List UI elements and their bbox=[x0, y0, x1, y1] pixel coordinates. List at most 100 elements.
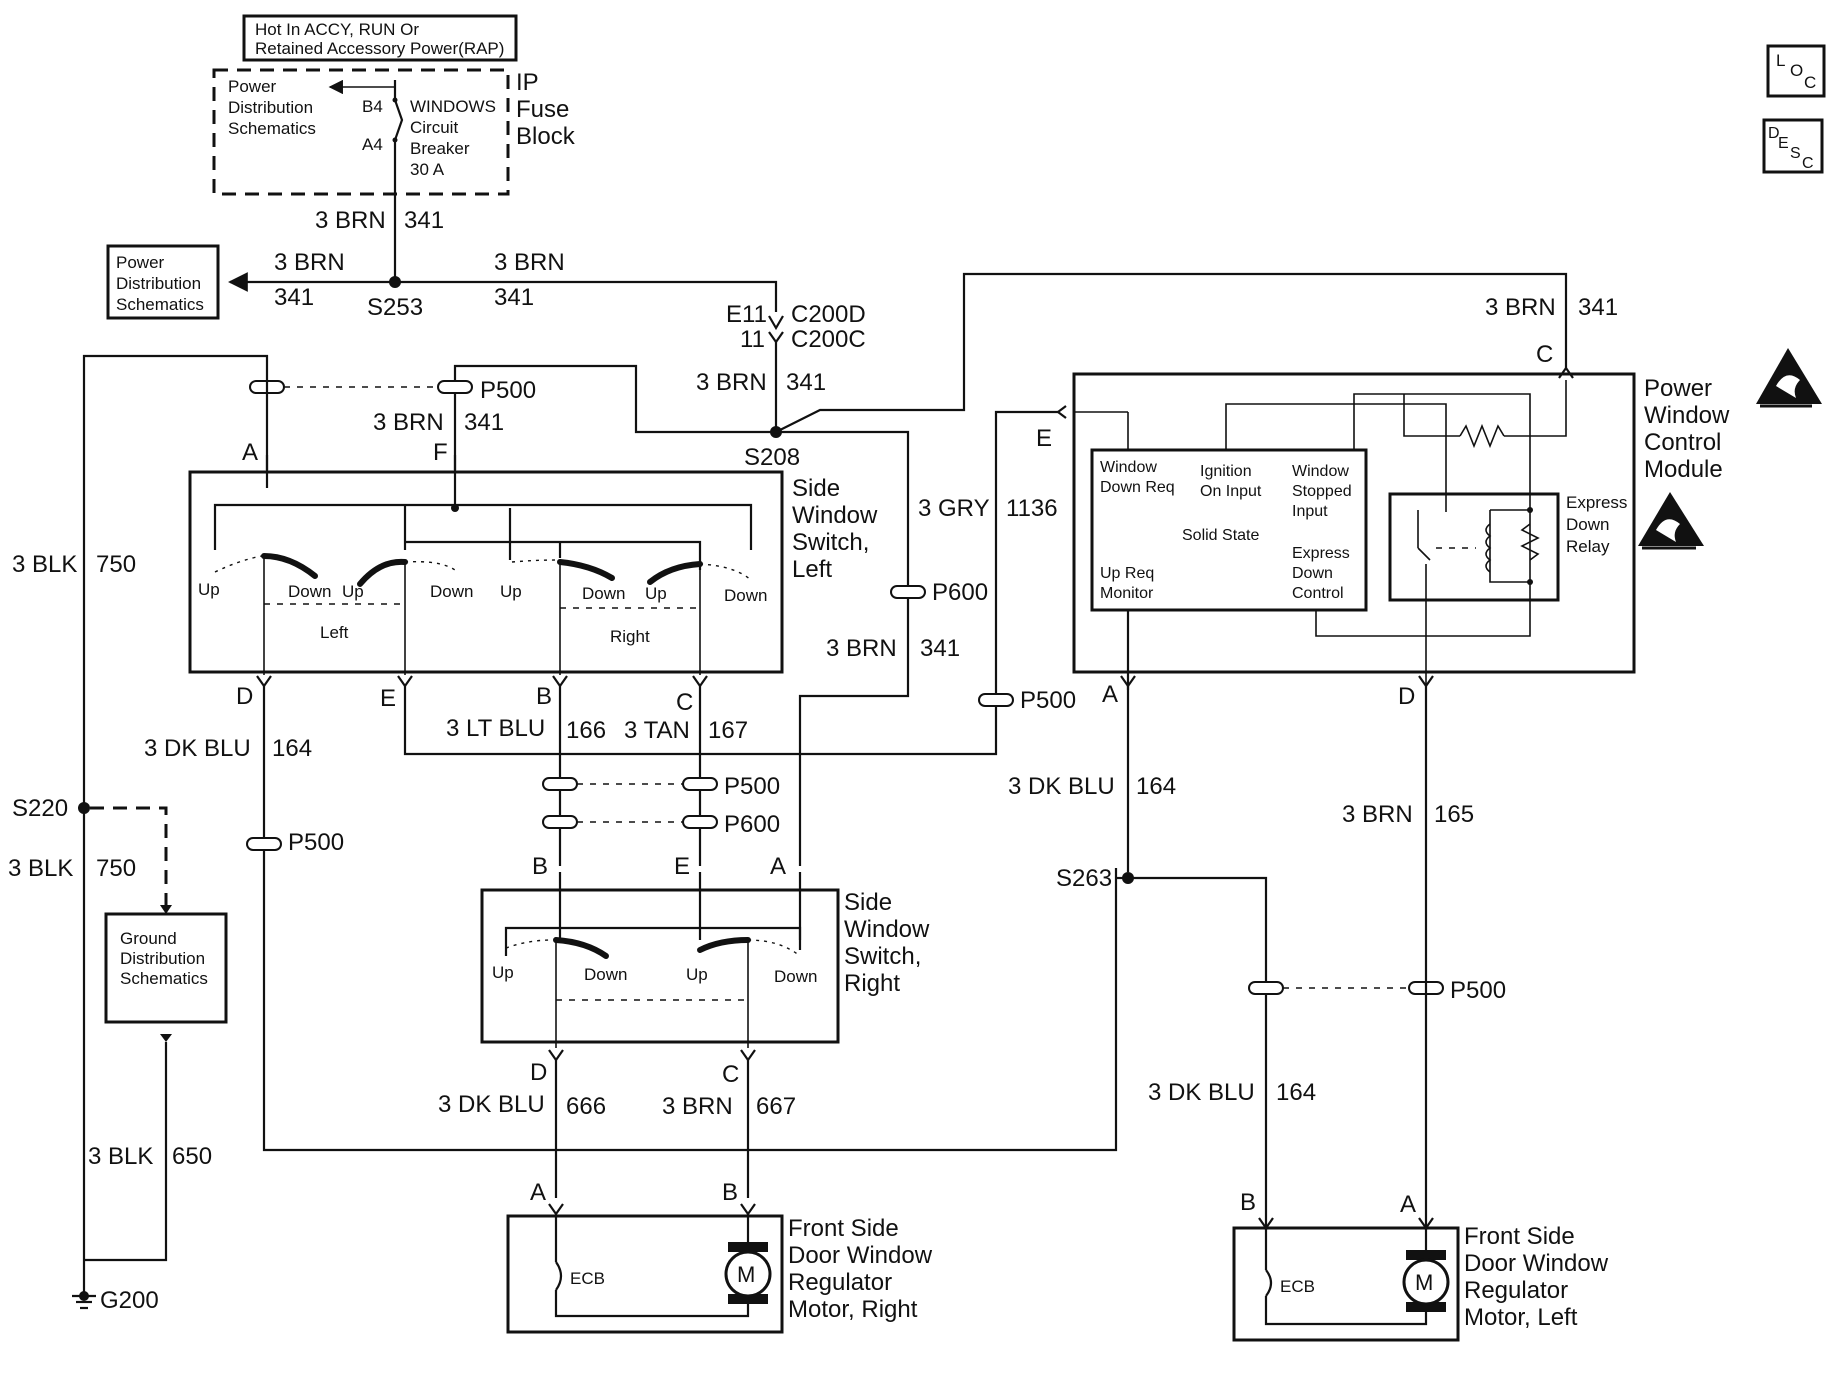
wire-label-brn-165: 3 BRN bbox=[1342, 801, 1413, 828]
pin-motor-r-a: A bbox=[530, 1179, 546, 1206]
ls-up-4: Up bbox=[645, 584, 667, 603]
gds-3: Schematics bbox=[120, 969, 208, 988]
conn-p500-e: P500 bbox=[1020, 687, 1076, 714]
pwcm-urm-2: Monitor bbox=[1100, 585, 1154, 602]
rs-down-1: Down bbox=[584, 965, 627, 984]
ls-down-1: Down bbox=[288, 582, 331, 601]
pwcm-ws-2: Stopped bbox=[1292, 483, 1352, 500]
left-switch-label-3: Switch, bbox=[792, 529, 869, 556]
pwcm-label-2: Window bbox=[1644, 402, 1730, 429]
conn-p500-mid: P500 bbox=[724, 773, 780, 800]
relay-1: Express bbox=[1566, 493, 1627, 512]
wire-label-brn-left: 3 BRN bbox=[274, 249, 345, 276]
circuit-breaker-1: WINDOWS bbox=[410, 97, 496, 116]
pin-b4: B4 bbox=[362, 97, 383, 116]
ls-down-3: Down bbox=[582, 584, 625, 603]
pwcm-ws-1: Window bbox=[1292, 463, 1349, 480]
loc-l: L bbox=[1776, 51, 1785, 70]
pds-left-2: Distribution bbox=[116, 274, 201, 293]
ip-fuse-block-label-3: Block bbox=[516, 123, 576, 150]
pwcm-wdr-2: Down Req bbox=[1100, 479, 1175, 496]
rs-down-2: Down bbox=[774, 967, 817, 986]
loc-icon[interactable]: L O C bbox=[1766, 44, 1826, 98]
splice-s208: S208 bbox=[744, 444, 800, 471]
desc-d: D bbox=[1768, 125, 1780, 142]
motor-left-label-3: Regulator bbox=[1464, 1277, 1568, 1304]
pwcm-edc-3: Control bbox=[1292, 585, 1344, 602]
pwcm-urm-1: Up Req bbox=[1100, 565, 1154, 582]
desc-s: S bbox=[1790, 145, 1801, 162]
pin-left-e: E bbox=[380, 685, 396, 712]
wire-label-brn-mid: 3 BRN bbox=[494, 249, 565, 276]
conn-e11: E11 bbox=[726, 301, 767, 328]
motor-left-label-2: Door Window bbox=[1464, 1250, 1609, 1277]
wire-label-165: 165 bbox=[1434, 801, 1474, 828]
ls-up-3: Up bbox=[500, 582, 522, 601]
pds-left-3: Schematics bbox=[116, 295, 204, 314]
pin-right-a: A bbox=[770, 853, 786, 880]
conn-c200d: C200D bbox=[791, 301, 866, 328]
wire-label-brn-341-b: 3 BRN bbox=[826, 635, 897, 662]
wire-label-tan: 3 TAN bbox=[624, 717, 690, 744]
pwcm-solid-state: Solid State bbox=[1182, 527, 1259, 544]
wire-label-341-top: 341 bbox=[404, 207, 444, 234]
pin-pwcm-d: D bbox=[1398, 683, 1415, 710]
right-switch-label-4: Right bbox=[844, 970, 900, 997]
wire-label-750: 750 bbox=[96, 551, 136, 578]
motor-right-label-3: Regulator bbox=[788, 1269, 892, 1296]
motor-right-label-4: Motor, Right bbox=[788, 1296, 918, 1323]
left-switch-label-4: Left bbox=[792, 556, 832, 583]
pin-pwcm-a: A bbox=[1102, 681, 1118, 708]
pin-motor-l-a: A bbox=[1400, 1191, 1416, 1218]
pwcm-label-4: Module bbox=[1644, 456, 1723, 483]
wire-label-blk-750-b: 3 BLK bbox=[8, 855, 73, 882]
conn-p500-top: P500 bbox=[480, 377, 536, 404]
pin-right-b: B bbox=[532, 853, 548, 880]
loc-c: C bbox=[1804, 73, 1816, 92]
esd-warning-icon-bottom bbox=[1638, 492, 1704, 550]
pin-right-e: E bbox=[674, 853, 690, 880]
pds-inner-1: Power bbox=[228, 77, 277, 96]
wire-label-brn-667: 3 BRN bbox=[662, 1093, 733, 1120]
relay-2: Down bbox=[1566, 515, 1609, 534]
pin-right-d: D bbox=[530, 1059, 547, 1086]
wire-label-blk-750: 3 BLK bbox=[12, 551, 77, 578]
pin-motor-l-b: B bbox=[1240, 1189, 1256, 1216]
relay-3: Relay bbox=[1566, 537, 1610, 556]
desc-e: E bbox=[1778, 135, 1789, 152]
pwcm-edc-1: Express bbox=[1292, 545, 1350, 562]
splice-s253: S253 bbox=[367, 294, 423, 321]
ip-fuse-block-label-1: IP bbox=[516, 69, 539, 96]
wire-label-341-b: 341 bbox=[920, 635, 960, 662]
pin-right-c: C bbox=[722, 1061, 739, 1088]
pin-left-a: A bbox=[242, 439, 258, 466]
motor-left-label-1: Front Side bbox=[1464, 1223, 1575, 1250]
conn-11: 11 bbox=[740, 326, 765, 353]
connector-c200: E11 11 C200D C200C bbox=[726, 301, 866, 430]
circuit-breaker-2: Circuit bbox=[410, 118, 458, 137]
motor-left-m: M bbox=[1415, 1270, 1433, 1295]
conn-c200c: C200C bbox=[791, 326, 866, 353]
left-window-switch: Up Down Up Down Up Down Up Down Left Rig… bbox=[188, 455, 784, 675]
desc-icon[interactable]: D E S C bbox=[1762, 118, 1824, 174]
circuit-breaker-3: Breaker bbox=[410, 139, 470, 158]
wire-label-341-c200: 341 bbox=[786, 369, 826, 396]
ecb-left: ECB bbox=[1280, 1277, 1315, 1296]
ground-g200: G200 bbox=[100, 1287, 159, 1314]
wire-label-164-b: 164 bbox=[1136, 773, 1176, 800]
pds-box-left: Power Distribution Schematics bbox=[106, 244, 220, 320]
pwcm-ign-2: On Input bbox=[1200, 483, 1262, 500]
ls-down-4: Down bbox=[724, 586, 767, 605]
wire-label-brn-c200: 3 BRN bbox=[696, 369, 767, 396]
circuit-breaker-4: 30 A bbox=[410, 160, 445, 179]
wire-label-brn-f: 3 BRN bbox=[373, 409, 444, 436]
wire-label-166: 166 bbox=[566, 717, 606, 744]
loc-o: O bbox=[1790, 61, 1803, 80]
right-switch-label-3: Switch, bbox=[844, 943, 921, 970]
wire-label-666: 666 bbox=[566, 1093, 606, 1120]
conn-p600-gry: P600 bbox=[932, 579, 988, 606]
wire-label-341-left: 341 bbox=[274, 284, 314, 311]
pin-a4: A4 bbox=[362, 135, 383, 154]
pwcm-ign-1: Ignition bbox=[1200, 463, 1252, 480]
